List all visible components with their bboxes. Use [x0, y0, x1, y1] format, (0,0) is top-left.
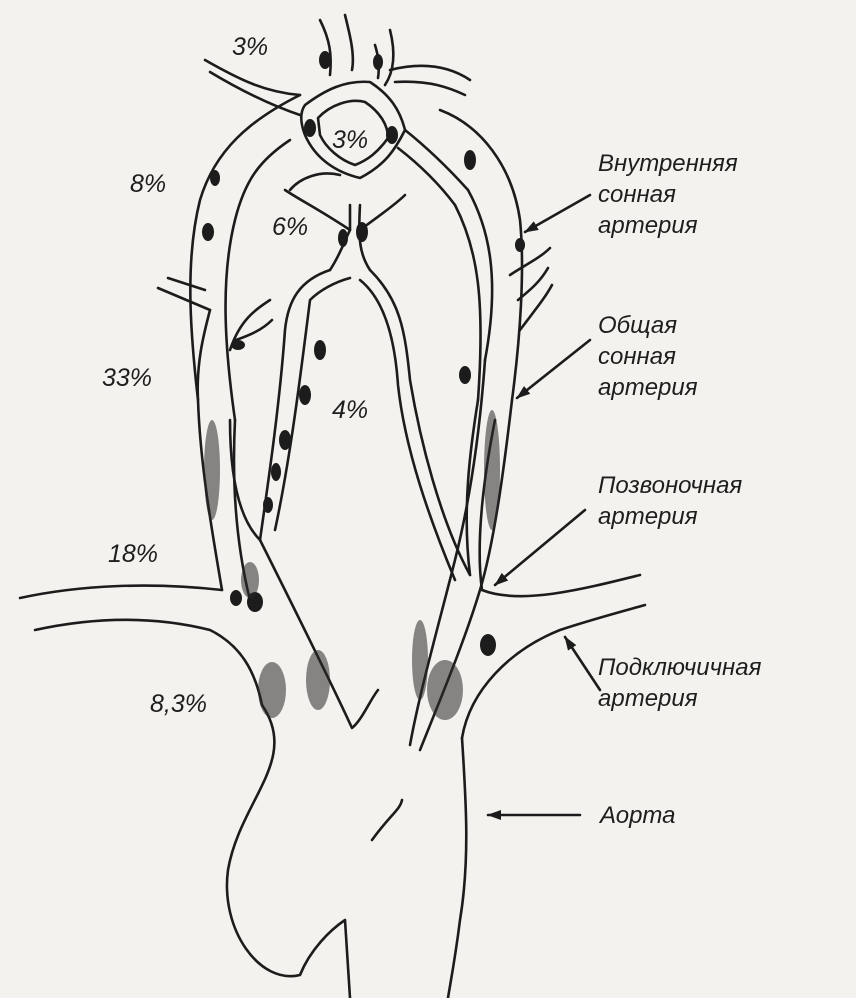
- label-common-carotid: Общая сонная артерия: [598, 310, 698, 403]
- stippling: [204, 410, 500, 720]
- subclavian-left-vessel: [20, 586, 262, 705]
- arrow-common-carotid: [517, 340, 590, 398]
- label-subclavian: Подключичная артерия: [598, 652, 761, 714]
- percentage-middle-left: 8%: [130, 172, 166, 197]
- percentage-circle: 3%: [332, 128, 368, 153]
- percentage-vertebral-mid: 4%: [332, 398, 368, 423]
- label-vertebral: Позвоночная артерия: [598, 470, 742, 532]
- arrow-internal-carotid: [525, 195, 590, 232]
- circle-of-willis-vessel: [301, 15, 470, 205]
- internal-carotid-right-vessel: [440, 110, 552, 400]
- arrow-vertebral: [495, 510, 585, 585]
- percentage-aortic-arch: 8,3%: [150, 692, 207, 717]
- percentage-vertebral-origin: 18%: [108, 542, 158, 567]
- percentage-posterior-center: 6%: [272, 215, 308, 240]
- aorta-vessel: [227, 705, 466, 998]
- percentage-anterior-top: 3%: [232, 35, 268, 60]
- label-internal-carotid: Внутренняя сонная артерия: [598, 148, 738, 241]
- pointer-arrows: [488, 195, 600, 815]
- label-aorta: Аорта: [600, 800, 676, 831]
- percentage-internal-carotid-origin: 33%: [102, 366, 152, 391]
- arrow-subclavian: [565, 637, 600, 690]
